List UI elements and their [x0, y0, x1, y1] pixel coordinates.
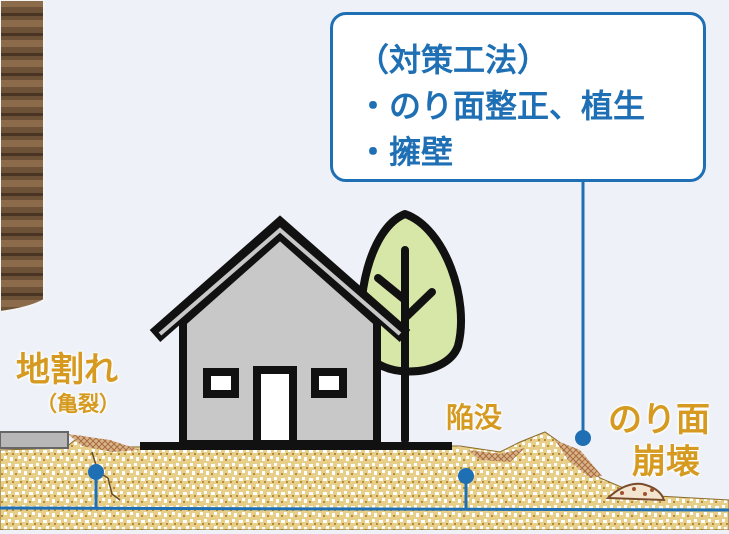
subsidence-zone — [468, 448, 525, 462]
pin-slope — [575, 182, 591, 446]
label-subsidence: 陥没 — [446, 401, 503, 434]
house-door — [253, 366, 297, 448]
callout-item-slope: ・のり面整正、植生 — [357, 87, 646, 125]
bottom-line — [0, 506, 729, 512]
label-slope-line2: 崩壊 — [632, 442, 700, 482]
pin-subsidence — [458, 468, 474, 508]
retaining-slab — [0, 431, 69, 449]
label-crack-sub: （亀裂） — [36, 392, 120, 416]
photo-thumbnail — [0, 0, 45, 314]
slope-failure-zone — [555, 440, 602, 478]
house — [140, 215, 452, 450]
pin-crack — [88, 464, 104, 508]
label-crack: 地割れ — [16, 350, 118, 390]
countermeasure-callout: （対策工法） ・のり面整正、植生 ・擁壁 — [330, 12, 706, 182]
debris-pile — [605, 482, 666, 502]
house-window-right — [311, 368, 347, 398]
label-slope-line1: のり面 — [608, 400, 710, 440]
tree — [357, 210, 465, 444]
callout-title: （対策工法） — [357, 41, 550, 79]
crack-zone — [68, 434, 140, 452]
house-window-left — [203, 368, 239, 398]
callout-item-wall: ・擁壁 — [357, 133, 454, 171]
